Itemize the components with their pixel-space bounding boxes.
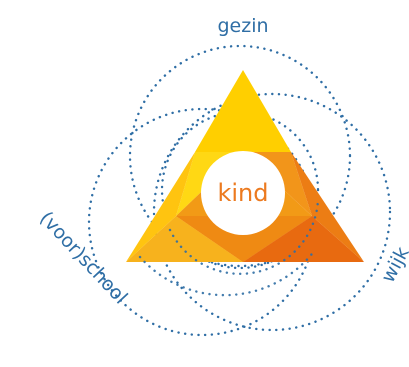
triangle-top-section xyxy=(195,70,291,152)
label-kind: kind xyxy=(217,179,268,207)
overlay-arc-1 xyxy=(138,248,317,297)
triangle-right-edge-section xyxy=(291,152,364,262)
triangle-bottom-mid-section xyxy=(176,216,312,262)
circle-gezin xyxy=(128,44,352,268)
circle-inner xyxy=(160,110,320,270)
label-voorschool: (voor)school xyxy=(35,207,132,308)
label-wijk: wijk xyxy=(377,243,409,286)
label-gezin: gezin xyxy=(217,15,268,37)
triangle-bottom-right-section xyxy=(243,216,364,262)
circle-wijk xyxy=(152,92,392,332)
dotted-circles-overlay xyxy=(138,198,320,297)
triangle-bottom-left-section xyxy=(126,216,243,262)
center-circle xyxy=(201,151,285,235)
triangle xyxy=(126,70,364,262)
triangle-left-edge-section xyxy=(126,152,195,262)
